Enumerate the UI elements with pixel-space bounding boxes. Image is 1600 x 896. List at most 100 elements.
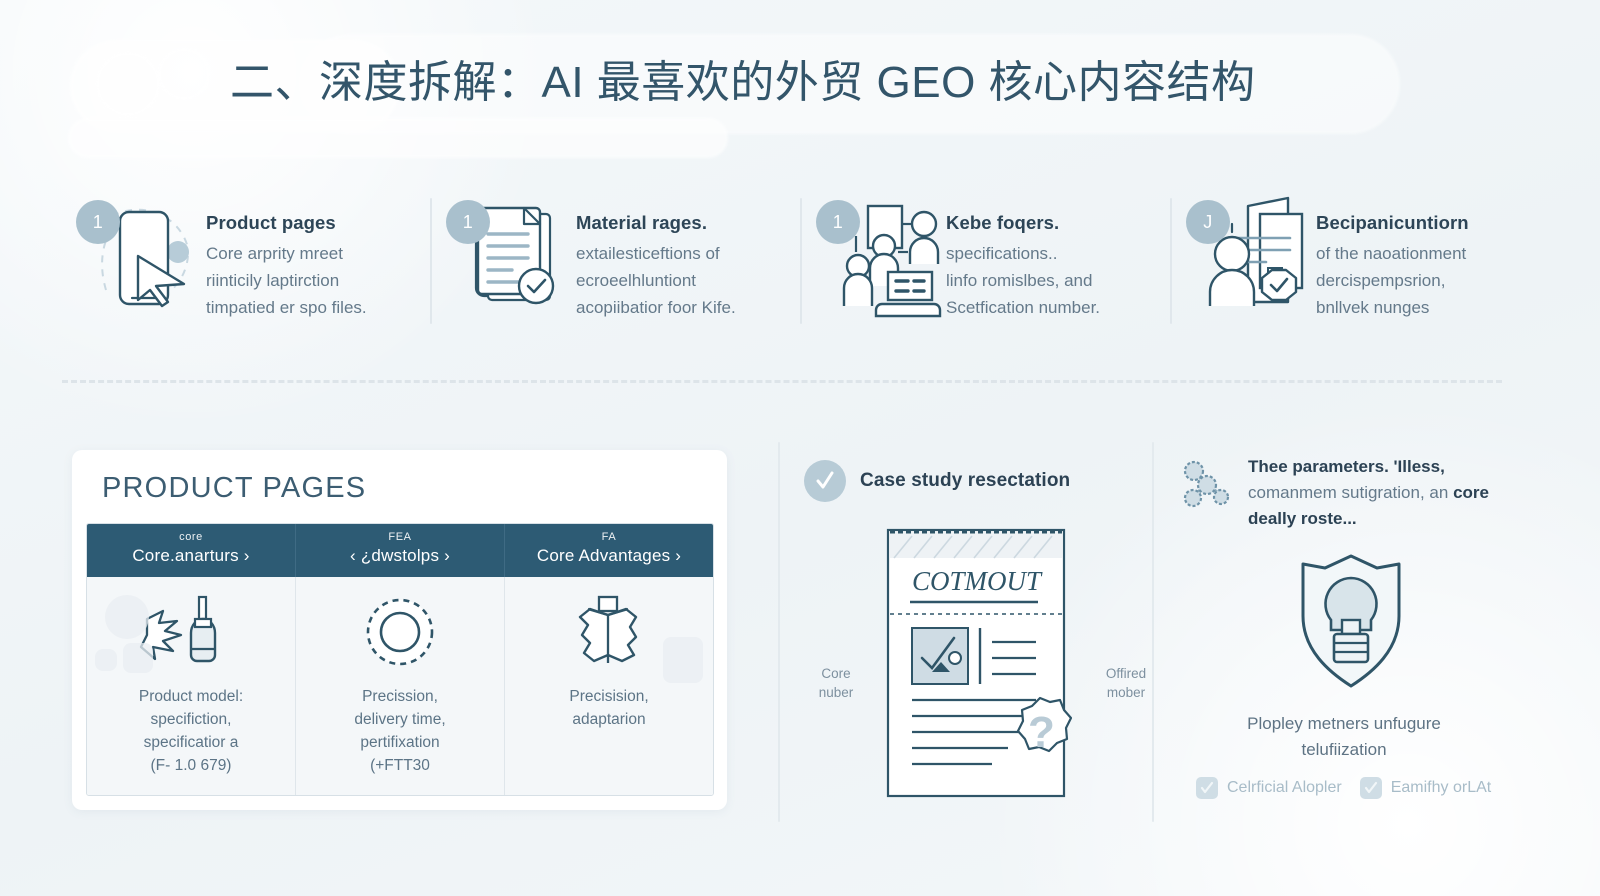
shield-lightbulb-icon [1301,554,1401,688]
caption-line: Plopley metners unfugure [1247,714,1441,733]
cell-line: specifiction, [150,711,232,728]
product-pages-table: core Core.anarturs › FEA ‹ ¿dwstolps › F… [86,523,714,796]
parameters-column: Thee parameters. 'Illess, comanmem sutig… [1154,436,1540,828]
checkbox-icon[interactable] [1359,777,1382,799]
cell-text: Product model: specifiction, specificati… [139,685,243,777]
feature-desc-line: Scetfication number. [946,298,1101,317]
feature-art: 1 [814,190,946,328]
parameters-normal-text: comanmem sutigration, an [1248,483,1449,502]
case-study-left-label: Core nuber [800,664,872,702]
feature-number-badge: 1 [816,200,860,244]
feature-number-badge: J [1186,200,1230,244]
cell-icon-wrap [566,593,652,671]
check-circle-icon [804,460,846,502]
table-cell: Product model: specifiction, specificati… [87,577,296,795]
section-divider [62,380,1502,383]
feature-card-material-pages[interactable]: 1 Material rages. extailesticeftions of … [430,186,800,338]
caption-line: telufiization [1301,740,1387,759]
feature-card-certification[interactable]: J Becipanicuntiorn of the naoationment [1170,186,1540,338]
feature-desc-line: extailesticeftions of [576,244,720,263]
cell-line: Precission, [362,688,438,705]
feature-desc-line: Core arprity mreet [206,244,343,263]
svg-text:?: ? [1028,708,1055,757]
table-column-header[interactable]: FA Core Advantages › [505,524,713,577]
case-study-title: Case study resectation [860,470,1071,491]
feature-description: specifications.. linfo romislbes, and Sc… [946,240,1100,321]
check-glyph [816,471,834,489]
parameter-check-item[interactable]: Celrficial Alopler [1196,777,1342,799]
table-cell: Precisision, adaptarion [505,577,713,795]
title-blob-lower [68,118,728,158]
feature-art: J [1184,190,1316,328]
feature-desc-line: acopiibatior foor Kife. [576,298,736,317]
feature-card-team[interactable]: 1 Kebe foqers. [800,186,1170,338]
column-eyebrow: FEA [388,531,412,543]
feature-title: Kebe foqers. [946,212,1060,233]
table-column-header[interactable]: core Core.anarturs › [87,524,296,577]
cell-line: adaptarion [572,711,646,728]
feature-title: Becipanicuntiorn [1316,212,1469,233]
checkbox-icon[interactable] [1196,777,1218,799]
molecule-icon-wrap [1180,454,1234,532]
parameter-check-label: Celrficial Alopler [1227,779,1342,796]
cell-icon-wrap [358,593,442,671]
feature-text: Becipanicuntiorn of the naoationment der… [1316,190,1469,321]
feature-desc-line: specifications.. [946,244,1058,263]
person-document-check-icon [1208,196,1304,306]
lower-section: PRODUCT PAGES core Core.anarturs › FEA ‹… [60,436,1540,828]
document-heading-text: COTMOUT [912,566,1043,596]
parameters-header: Thee parameters. 'Illess, comanmem sutig… [1180,436,1540,532]
parameters-strong-lead: Thee parameters. 'Illess, [1248,457,1445,476]
cell-line: pertifixation [360,734,440,751]
feature-title: Material rages. [576,212,708,233]
feature-number-badge: 1 [76,200,120,244]
feature-card-product-pages[interactable]: 1 Product pages Core arprity mreet riint… [60,186,430,338]
label-line: nuber [818,685,854,700]
column-separator [1152,442,1154,822]
parameters-strong-tail: core deally roste... [1248,483,1489,528]
label-line: mober [1106,685,1146,700]
column-eyebrow: core [179,531,203,543]
cell-line: (F- 1.0 679) [150,757,232,774]
column-separator [778,442,780,822]
column-label: ‹ ¿dwstolps › [350,546,450,565]
gear-icon [366,598,434,666]
feature-art: 1 [444,190,576,328]
check-glyph [1200,781,1214,794]
table-column-header[interactable]: FEA ‹ ¿dwstolps › [296,524,505,577]
shield-lightbulb-icon-wrap [1276,548,1540,703]
question-mark-seal-icon: ? [1016,696,1073,757]
feature-desc-line: ecroeelhluntiont [576,271,697,290]
cell-line: (+FTT30 [370,757,430,774]
column-eyebrow: FA [601,531,617,543]
title-blob-circle-2 [158,48,210,100]
product-pages-card: PRODUCT PAGES core Core.anarturs › FEA ‹… [72,450,727,810]
cell-line: Precisision, [569,688,649,705]
package-box-icon [578,595,638,663]
feature-description: extailesticeftions of ecroeelhluntiont a… [576,240,736,321]
feature-art: 1 [74,190,206,328]
feature-description: Core arprity mreet riinticily laptirctio… [206,240,367,321]
column-label: Core.anarturs › [132,546,250,565]
title-blob-circle-1 [96,52,160,116]
page-title: 二、深度拆解：AI 最喜欢的外贸 GEO 核心内容结构 [230,58,1256,107]
cell-text: Precission, delivery time, pertifixation… [354,685,445,777]
feature-desc-line: of the naoationment [1316,244,1467,263]
parameter-check-label: Eamifhy orLAt [1390,779,1492,796]
case-study-right-label: Offired mober [1090,664,1162,702]
cell-line: specificatior a [143,734,239,751]
parameters-text: Thee parameters. 'Illess, comanmem sutig… [1248,454,1520,532]
label-line: Offired [1105,666,1147,681]
case-study-document: COTMOUT ? [882,524,1073,815]
feature-text: Material rages. extailesticeftions of ec… [576,190,736,321]
feature-desc-line: bnllvek nunges [1316,298,1430,317]
feature-text: Kebe foqers. specifications.. linfo romi… [946,190,1100,321]
table-body-row: Product model: specifiction, specificati… [87,577,713,795]
feature-desc-line: dercispempsrion, [1316,271,1446,290]
check-glyph [1364,781,1377,794]
case-study-body: Core nuber Offired mober COTMOUT [804,514,1152,814]
parameter-check-item[interactable]: Eamifhy orLAt [1359,777,1492,799]
molecule-icon [1183,460,1230,508]
feature-desc-line: timpatied er spo files. [206,298,367,317]
